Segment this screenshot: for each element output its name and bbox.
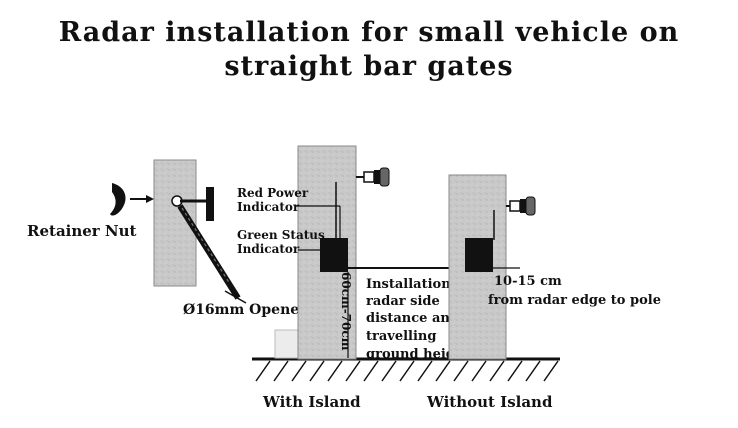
red-power-label-1: Red Power: [237, 186, 309, 200]
bracket-plate: [206, 187, 214, 221]
bar-opener-icon-2: [506, 196, 536, 216]
green-status-label-1: Green Status: [237, 228, 325, 242]
retainer-nut-label: Retainer Nut: [27, 222, 137, 240]
arrow-head-icon: [146, 195, 154, 203]
title-line-2: straight bar gates: [224, 51, 514, 82]
green-status-label-2: Indicator: [237, 242, 300, 256]
height-label: 60cm-70cm: [339, 272, 353, 351]
opener-label: Ø16mm Opener: [183, 302, 307, 318]
install-label-3: distance and: [366, 311, 459, 326]
opener-leader: [224, 290, 247, 304]
install-label-2: radar side: [366, 294, 440, 309]
bar-opener-icon: [356, 167, 390, 187]
install-label-1: Installation of: [366, 277, 471, 292]
without-island-caption: Without Island: [426, 393, 553, 411]
distance-label-1: 10-15 cm: [494, 274, 562, 289]
with-island-caption: With Island: [262, 393, 361, 411]
retainer-nut-icon: [110, 183, 126, 216]
radar-with-island: [320, 238, 348, 272]
opener-thread: [181, 207, 231, 285]
ground-hatch: [255, 360, 559, 382]
distance-label-2: from radar edge to pole: [488, 293, 661, 308]
install-label-4: travelling: [366, 329, 436, 344]
red-power-label-2: Indicator: [237, 200, 300, 214]
install-label-5: ground height: [366, 347, 470, 362]
opener-rod: [177, 204, 241, 300]
title-line-1: Radar installation for small vehicle on: [58, 17, 680, 48]
page-title: Radar installation for small vehicle on …: [0, 16, 738, 84]
radar-without-island: [465, 238, 493, 272]
